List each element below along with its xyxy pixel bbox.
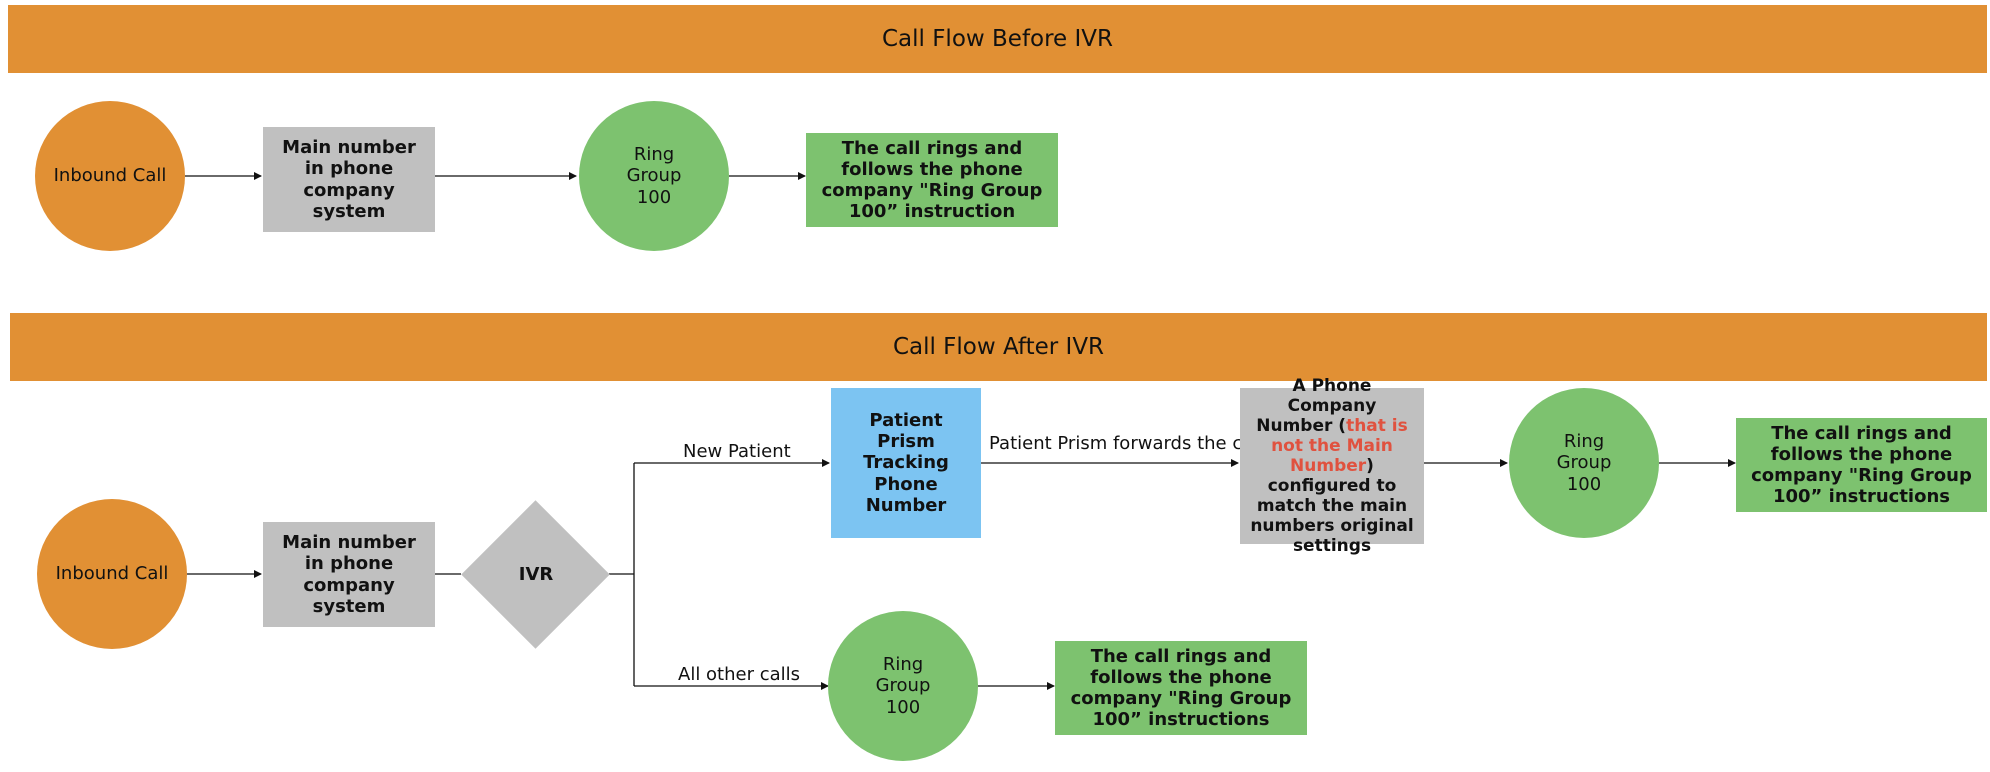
phone-company-number-text-1: A Phone Company Number (	[1256, 375, 1377, 436]
phone-company-number-highlight: that is not the Main Number	[1271, 415, 1408, 476]
tracking-number-label: Patient Prism Tracking Phone Number	[863, 409, 949, 516]
ring-group-label: Ring Group 100	[626, 144, 682, 208]
ring-group-label-bottom: Ring Group 100	[875, 654, 931, 718]
edge-label-forwards: Patient Prism forwards the call	[989, 433, 1264, 454]
main-number-label: Main number in phone company system	[282, 137, 416, 222]
edge-label-new-patient: New Patient	[683, 441, 791, 462]
ring-group-node: Ring Group 100	[579, 101, 729, 251]
main-number-node: Main number in phone company system	[263, 127, 435, 232]
inbound-call-label: Inbound Call	[53, 165, 167, 187]
inbound-call-node: Inbound Call	[35, 101, 185, 251]
ivr-label: IVR	[518, 563, 554, 585]
section-title-before: Call Flow Before IVR	[881, 26, 1114, 52]
result-node: The call rings and follows the phone com…	[806, 133, 1058, 227]
result-label-bottom: The call rings and follows the phone com…	[1070, 645, 1292, 731]
ring-group-node-bottom: Ring Group 100	[828, 611, 978, 761]
phone-company-number-node: A Phone Company Number (that is not the …	[1240, 376, 1424, 556]
inbound-call-label-after: Inbound Call	[55, 563, 169, 585]
phone-company-number-label: A Phone Company Number (that is not the …	[1250, 376, 1414, 556]
tracking-number-node: Patient Prism Tracking Phone Number	[831, 388, 981, 538]
main-number-node-after: Main number in phone company system	[263, 522, 435, 627]
section-banner-before: Call Flow Before IVR	[8, 5, 1987, 73]
ring-group-label-top: Ring Group 100	[1556, 431, 1612, 495]
ivr-label-box: IVR	[461, 499, 611, 649]
main-number-label-after: Main number in phone company system	[282, 532, 416, 617]
ring-group-node-top: Ring Group 100	[1509, 388, 1659, 538]
edge-label-all-other-calls: All other calls	[678, 664, 801, 685]
inbound-call-node-after: Inbound Call	[37, 499, 187, 649]
result-label-top: The call rings and follows the phone com…	[1751, 422, 1972, 508]
result-node-bottom: The call rings and follows the phone com…	[1055, 641, 1307, 735]
result-node-top: The call rings and follows the phone com…	[1736, 418, 1987, 512]
phone-company-number-text-2: ) configured to match the main numbers o…	[1250, 455, 1414, 557]
section-title-after: Call Flow After IVR	[892, 334, 1105, 360]
section-banner-after: Call Flow After IVR	[10, 313, 1987, 381]
result-label: The call rings and follows the phone com…	[821, 137, 1043, 223]
